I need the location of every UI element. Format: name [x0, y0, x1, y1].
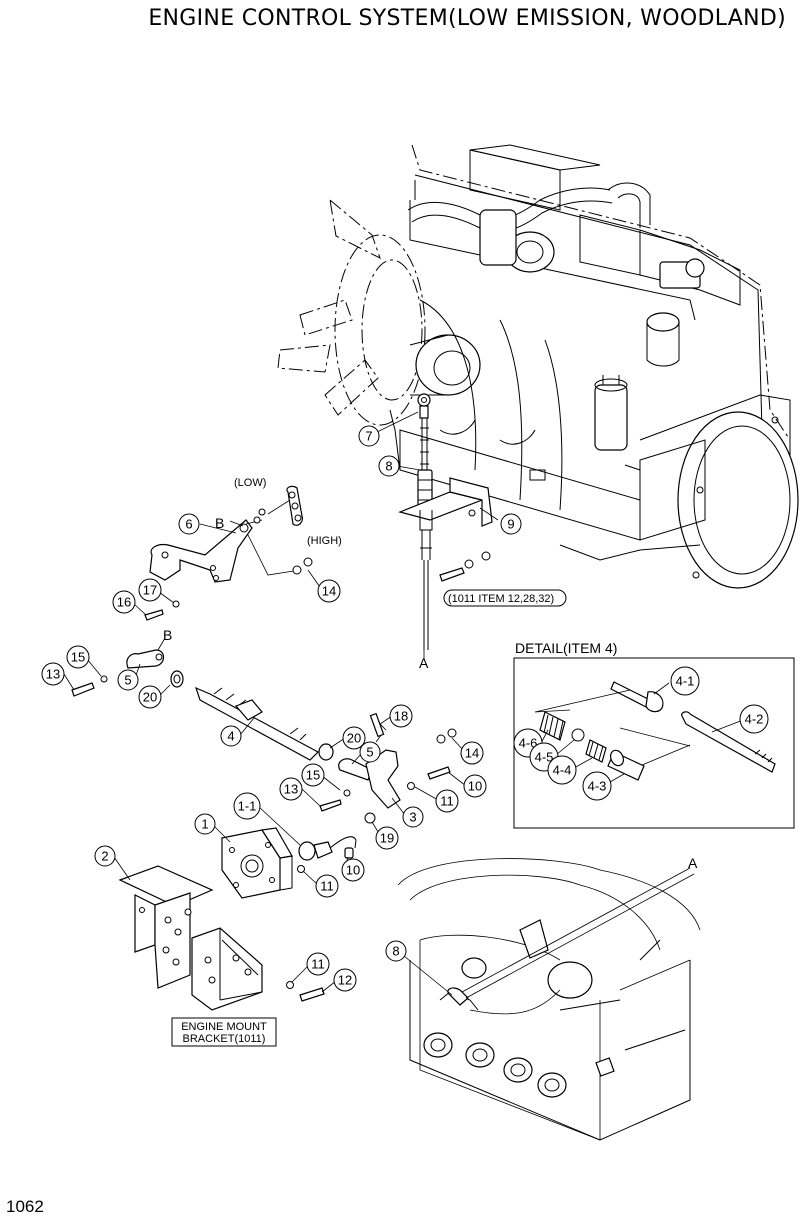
callout-13-upper: 13 [46, 666, 60, 681]
callout-4-4: 4-4 [553, 762, 572, 777]
callout-5-lower: 5 [366, 744, 373, 759]
callout-15-lower: 15 [306, 767, 320, 782]
callout-11-upper: 11 [440, 793, 454, 808]
callout-11-lower: 11 [311, 956, 325, 971]
callouts: 7 8 9 6 14 16 17 15 13 5 20 4 18 20 5 14… [41, 425, 769, 992]
accelerator-cable-assembly [398, 393, 493, 650]
page-number: 1062 [6, 1197, 44, 1216]
leader-lines [63, 411, 744, 996]
reference-a-upper: A [419, 655, 429, 671]
callout-6: 6 [185, 516, 192, 531]
high-label: (HIGH) [307, 535, 342, 547]
cab-pump-illustration [397, 858, 701, 1141]
callout-1: 1 [201, 816, 208, 831]
callout-7: 7 [365, 428, 372, 443]
callout-2: 2 [101, 848, 108, 863]
callout-12: 12 [338, 972, 352, 987]
callout-19: 19 [380, 830, 394, 845]
engine-mount-bracket-line1: ENGINE MOUNT [181, 1021, 267, 1033]
callout-4-3: 4-3 [588, 778, 607, 793]
low-label: (LOW) [234, 477, 266, 489]
item-reference-note: (1011 ITEM 12,28,32) [448, 593, 554, 605]
reference-b-lower: B [163, 627, 172, 643]
callout-10-lower: 10 [346, 862, 360, 877]
callout-16: 16 [117, 594, 131, 609]
engine-mount-bracket-line2: BRACKET(1011) [183, 1033, 266, 1045]
callout-8-cab: 8 [392, 943, 399, 958]
control-rod-linkage [71, 649, 457, 824]
governor-lever-bracket [144, 485, 313, 621]
callout-14-upper: 14 [322, 583, 336, 598]
callout-20-lower: 20 [347, 730, 361, 745]
detail-item-4 [513, 657, 795, 829]
callout-14-lower: 14 [465, 745, 479, 760]
callout-9: 9 [507, 516, 514, 531]
callout-4-2: 4-2 [745, 711, 764, 726]
reference-a-lower: A [688, 855, 698, 871]
callout-11-middle: 11 [320, 878, 334, 893]
reference-b-upper: B [215, 515, 224, 531]
callout-4-5: 4-5 [535, 749, 554, 764]
callout-3: 3 [409, 809, 416, 824]
callout-15-upper: 15 [71, 649, 85, 664]
callout-8: 8 [385, 458, 392, 473]
callout-18: 18 [394, 708, 408, 723]
engine-illustration [277, 144, 799, 589]
detail-title: DETAIL(ITEM 4) [515, 640, 617, 656]
actuator-and-mount-bracket [118, 827, 357, 1011]
callout-10-upper: 10 [468, 778, 482, 793]
callout-20-upper: 20 [143, 689, 157, 704]
callout-4: 4 [227, 728, 234, 743]
callout-5-upper: 5 [124, 672, 131, 687]
engine-fan [277, 198, 426, 426]
callout-17: 17 [143, 582, 157, 597]
callout-1-1: 1-1 [238, 798, 257, 813]
detail-frame [513, 657, 795, 829]
callout-4-1: 4-1 [676, 673, 695, 688]
annotations: (LOW) (HIGH) B B A A (1011 ITEM 12,28,32… [163, 477, 698, 1047]
callout-4-6: 4-6 [519, 735, 538, 750]
callout-13-lower: 13 [284, 781, 298, 796]
page-title: ENGINE CONTROL SYSTEM(LOW EMISSION, WOOD… [148, 6, 786, 31]
